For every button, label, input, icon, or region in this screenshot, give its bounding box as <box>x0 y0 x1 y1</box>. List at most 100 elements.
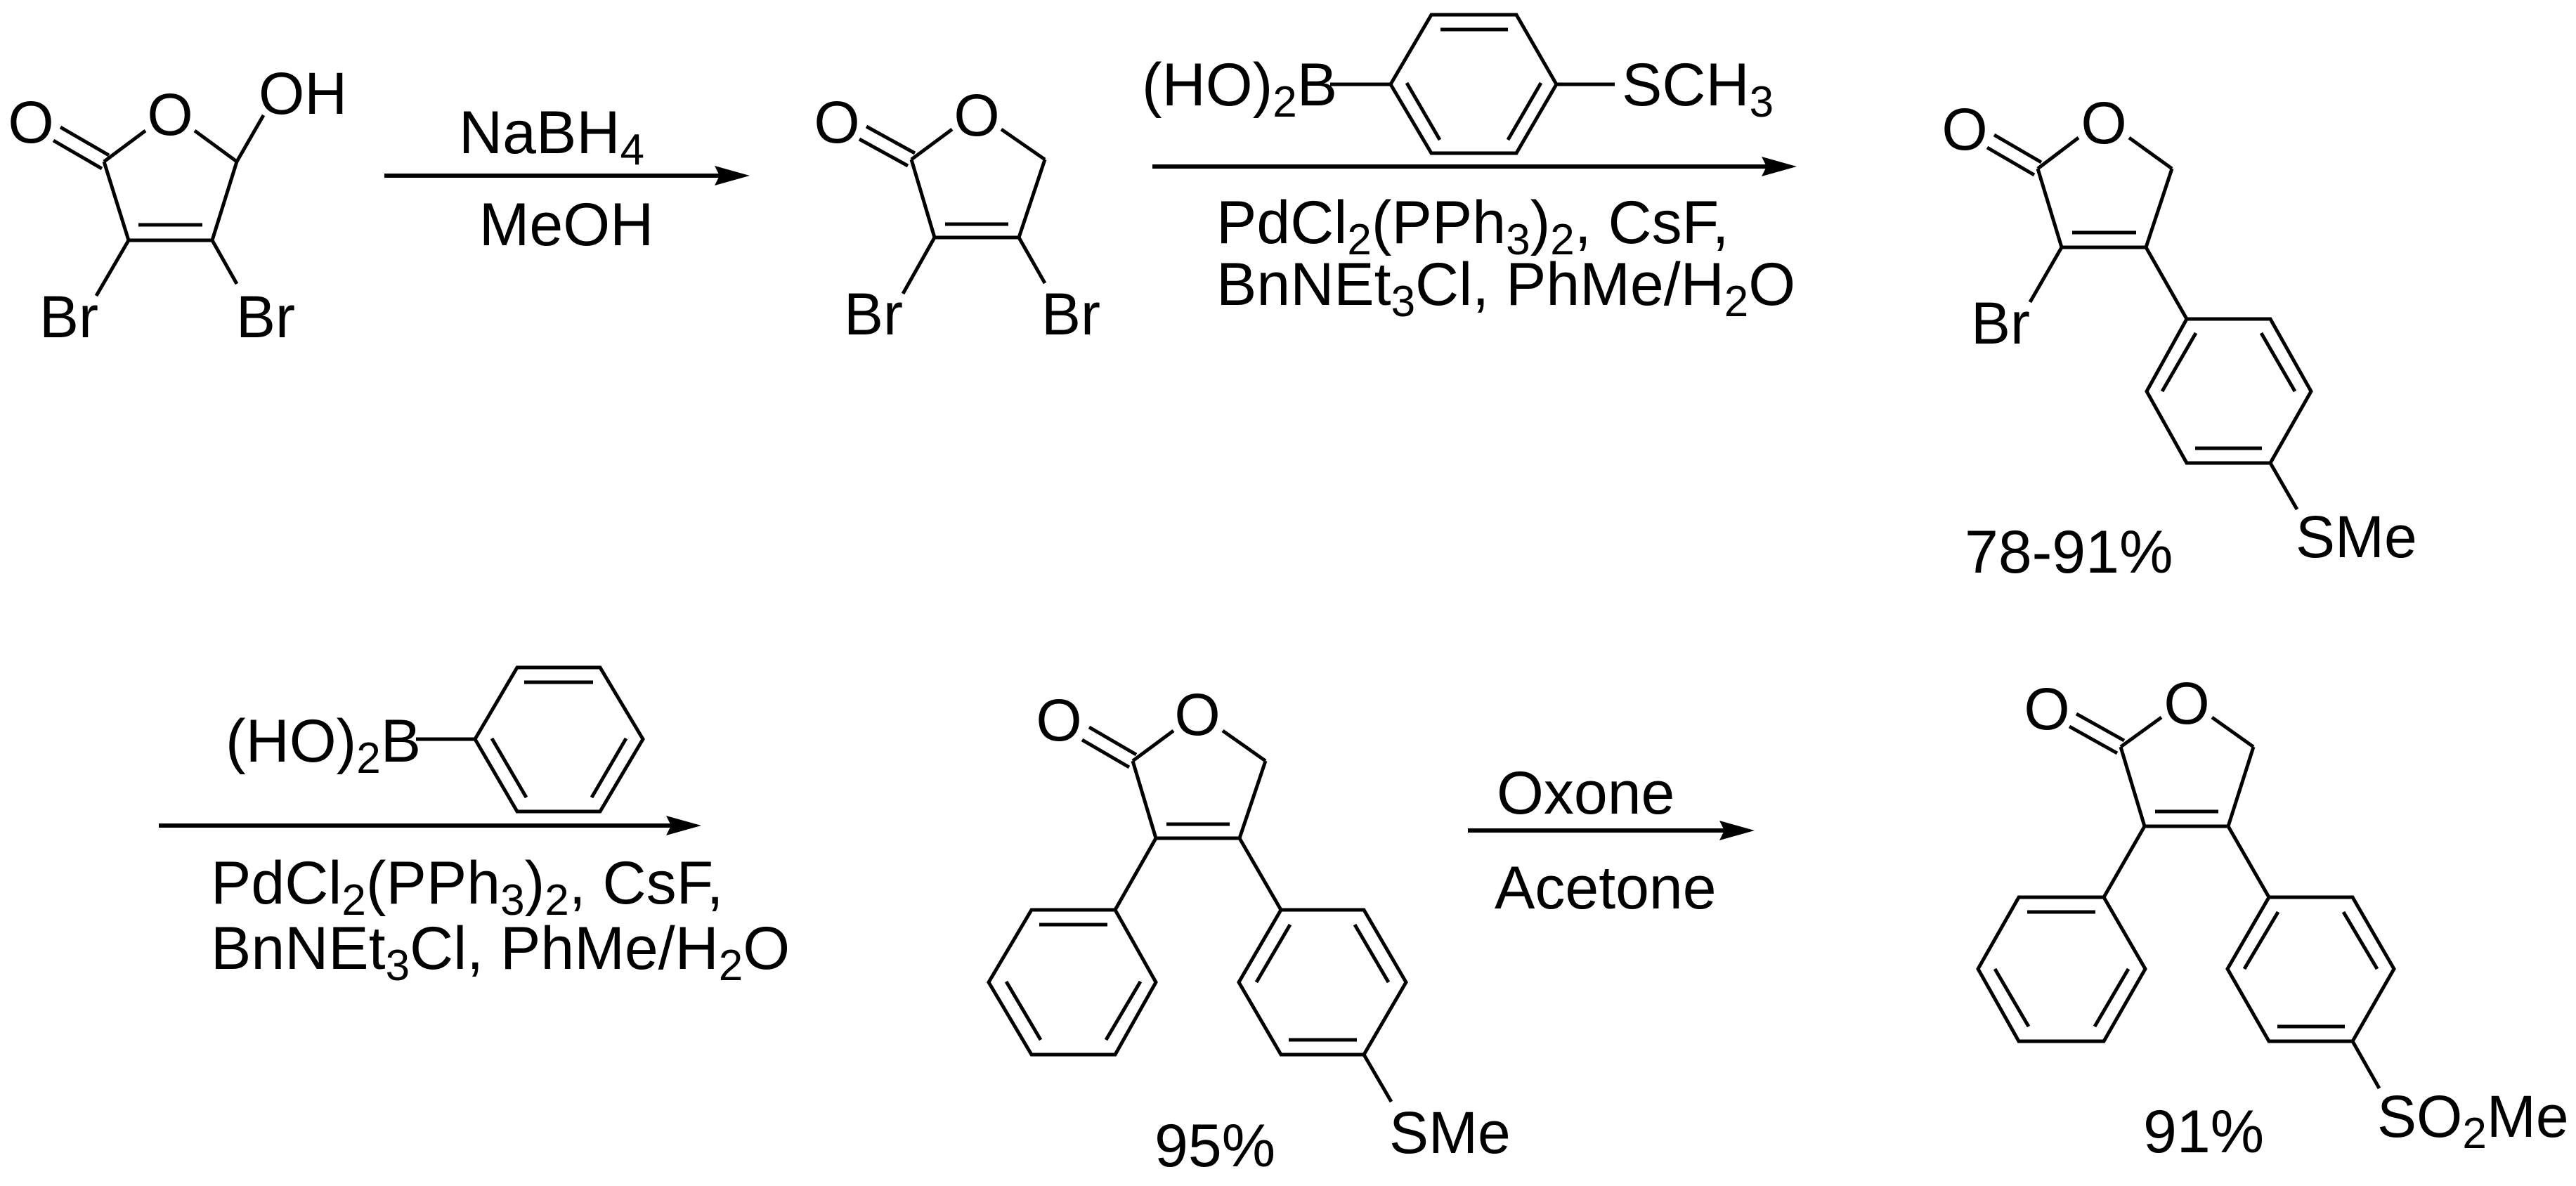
benzene-ring <box>987 908 1158 1057</box>
bond <box>2036 168 2064 248</box>
bromine-label: Br <box>39 284 98 350</box>
bond <box>490 737 528 799</box>
bond <box>1113 837 1158 911</box>
bromine-label: Br <box>236 284 295 350</box>
benzene-ring <box>2225 895 2396 1043</box>
bond <box>2226 746 2256 827</box>
bond <box>103 129 147 164</box>
compound-diaryl-furanone-sme: O O SMe 95% <box>987 682 1511 1180</box>
arrow-head-icon <box>1762 157 1797 176</box>
methylsulfonyl-label: SO2Me <box>2377 1083 2569 1158</box>
yield-label: 78-91% <box>1965 519 2173 586</box>
bond <box>2075 712 2126 743</box>
bond <box>2211 715 2255 749</box>
bond <box>2341 911 2379 970</box>
ring-oxygen-label: O <box>1174 682 1220 748</box>
carbonyl-oxygen-label: O <box>1036 687 1081 753</box>
oxidant-label: Oxone <box>1497 760 1674 827</box>
bond <box>1986 145 2036 177</box>
step-suzuki-2: (HO)2B PdCl2(PPh3)2, CsF, BnNEt3Cl, PhMe… <box>159 665 790 990</box>
bond <box>1254 923 1292 984</box>
step-oxidation: Oxone Acetone <box>1468 760 1755 922</box>
bond <box>901 236 937 295</box>
arrow-head-icon <box>1719 821 1755 840</box>
bond <box>2036 136 2080 170</box>
hydroxyl-label: OH <box>259 60 347 126</box>
bond <box>59 125 110 157</box>
solvent-label: MeOH <box>479 191 653 259</box>
bond <box>210 239 239 285</box>
benzene-ring <box>2145 317 2313 465</box>
compound-diaryl-furanone-so2me: O O SO2Me 91% <box>1976 670 2569 1166</box>
compound-dibromofuranone: O O Br Br <box>814 82 1100 347</box>
bond <box>2242 911 2280 970</box>
bond <box>1131 760 1158 839</box>
bond <box>94 239 131 297</box>
thiomethyl-label: SMe <box>1389 1100 1511 1166</box>
bond <box>910 127 954 162</box>
conditions-line-2: BnNEt3Cl, PhMe/H2O <box>1216 251 1795 326</box>
bond <box>1017 159 1047 238</box>
bond <box>1004 980 1043 1041</box>
bond <box>1993 967 2031 1028</box>
benzene-ring <box>1388 13 1559 155</box>
boronic-acid-label: (HO)2B <box>226 708 421 783</box>
thiomethyl-label: SCH3 <box>1622 51 1774 126</box>
bond <box>1237 837 1283 911</box>
bond <box>1081 738 1131 769</box>
bond <box>2268 462 2299 511</box>
thiomethyl-label: SMe <box>2296 504 2417 570</box>
carbonyl-oxygen-label: O <box>814 89 859 155</box>
bond <box>102 161 131 241</box>
bond <box>193 129 238 164</box>
bond <box>2259 332 2297 393</box>
carbonyl-oxygen-label: O <box>2024 676 2069 742</box>
bond <box>2350 1040 2381 1090</box>
bond <box>2160 332 2198 393</box>
bond <box>1017 236 1047 285</box>
bond <box>2119 746 2147 827</box>
ring-oxygen-label: O <box>2081 90 2126 156</box>
bond <box>1104 980 1143 1041</box>
bond <box>235 114 266 163</box>
bond <box>1000 127 1046 162</box>
carbonyl-oxygen-label: O <box>1941 96 1987 162</box>
bond <box>1506 82 1543 141</box>
compound-starting-material: O O OH Br Br <box>8 60 347 350</box>
bromine-label: Br <box>1971 290 2030 356</box>
bond <box>1221 729 1267 763</box>
boronic-acid-label: (HO)2B <box>1142 51 1337 126</box>
bond <box>1993 133 2043 164</box>
bond <box>1362 1053 1393 1103</box>
bromine-label: Br <box>1041 281 1100 347</box>
ring-oxygen-label: O <box>147 82 193 148</box>
bond <box>2093 967 2131 1028</box>
bond <box>1237 760 1268 839</box>
conditions-line-1: PdCl2(PPh3)2, CsF, <box>1216 189 1729 264</box>
bond <box>210 161 239 241</box>
arrow-head-icon <box>715 166 750 185</box>
bond <box>2144 246 2189 320</box>
bond <box>2119 715 2163 749</box>
bond <box>2068 724 2119 755</box>
step-suzuki-1: (HO)2B SCH3 PdCl2(PPh3)2, CsF, BnNEt3Cl,… <box>1142 13 1797 326</box>
compound-bromo-aryl-furanone: O O Br SMe 78-91% <box>1941 90 2416 586</box>
bond <box>865 124 916 155</box>
reagent-label: NaBH4 <box>459 99 644 174</box>
bromine-label: Br <box>844 281 903 347</box>
benzene-ring <box>1976 895 2147 1043</box>
conditions-line-2: BnNEt3Cl, PhMe/H2O <box>211 915 790 990</box>
yield-label: 95% <box>1154 1112 1275 1180</box>
bond <box>909 159 937 238</box>
bond <box>2144 168 2174 248</box>
yield-label: 91% <box>2143 1098 2264 1166</box>
bond <box>590 737 628 799</box>
benzene-ring <box>473 665 645 814</box>
bond <box>2226 825 2271 899</box>
bond <box>858 137 909 168</box>
ring-oxygen-label: O <box>954 82 999 148</box>
bond <box>52 138 103 171</box>
arrow-head-icon <box>666 816 701 835</box>
bond <box>2028 246 2064 304</box>
bond <box>2102 825 2147 899</box>
